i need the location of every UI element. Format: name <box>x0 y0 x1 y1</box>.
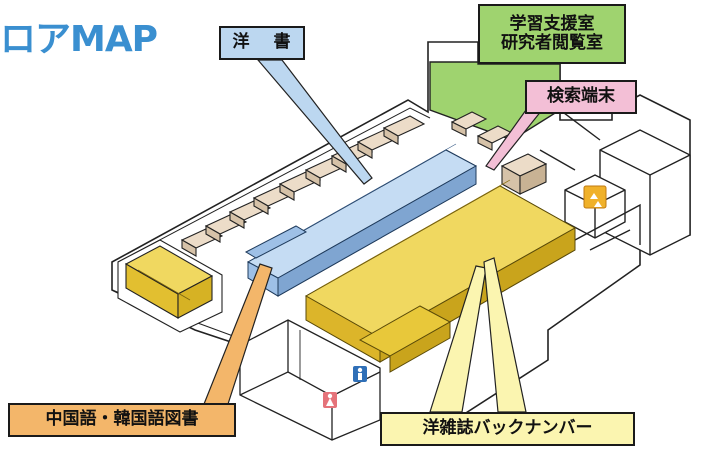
label-search-terminal: 検索端末 <box>525 80 637 114</box>
label-study-support-room: 学習支援室 研究者閲覧室 <box>478 4 626 64</box>
label-western-books: 洋 書 <box>219 26 305 60</box>
label-back-numbers-text: 洋雑誌バックナンバー <box>422 418 593 439</box>
elevator-icon <box>583 185 607 209</box>
chinese-korean-shelves <box>117 239 223 333</box>
restroom-rooms <box>239 319 381 441</box>
label-western-books-text: 洋 書 <box>232 32 300 53</box>
page-title: ロアMAP <box>0 19 158 60</box>
restroom-male-icon <box>353 366 367 382</box>
label-study-support-line1: 学習支援室 <box>509 13 595 34</box>
label-search-terminal-text: 検索端末 <box>547 86 615 107</box>
label-chinese-korean-books: 中国語・韓国語図書 <box>8 403 236 437</box>
label-study-support-line2: 研究者閲覧室 <box>501 33 603 53</box>
western-book-stacks <box>244 143 478 297</box>
label-back-numbers: 洋雑誌バックナンバー <box>380 412 635 446</box>
label-chinese-korean-text: 中国語・韓国語図書 <box>45 409 199 430</box>
restroom-female-icon <box>323 392 337 408</box>
